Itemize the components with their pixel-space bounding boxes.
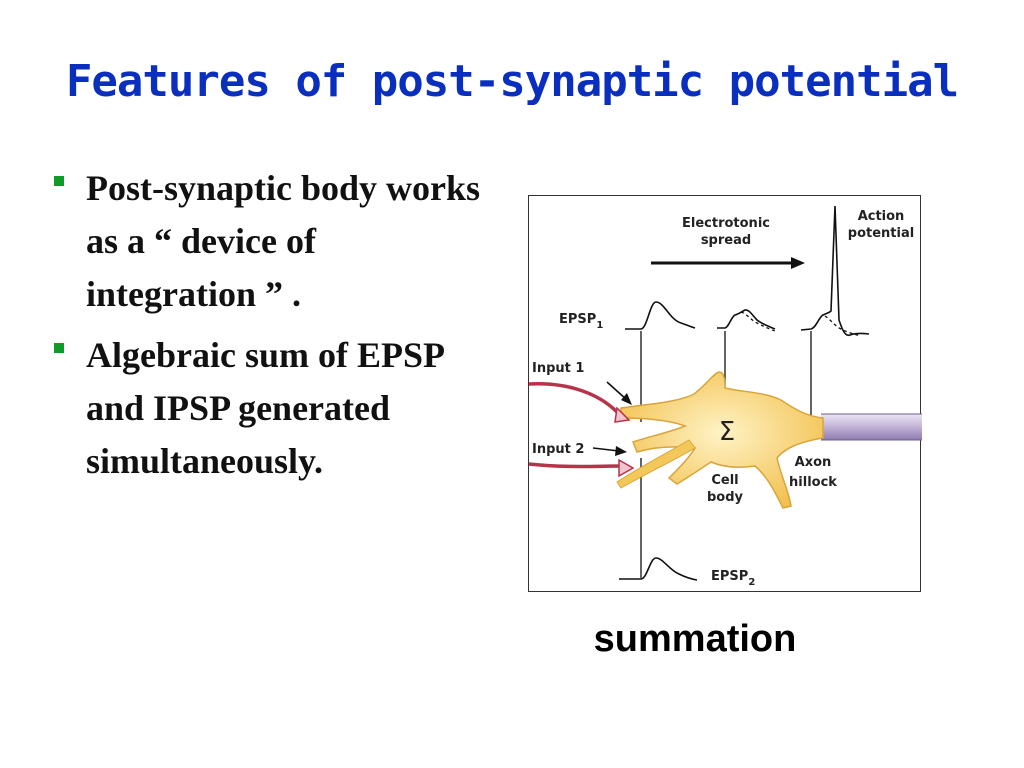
- input1-fiber: [529, 382, 619, 414]
- epsp2-label: EPSP2: [711, 569, 755, 588]
- ap-label-2: potential: [848, 226, 914, 241]
- input2-arrowhead: [615, 446, 627, 456]
- input2-arrow: [592, 447, 620, 452]
- spread-label-1: Electrotonic: [682, 216, 770, 231]
- ap-label-1: Action: [858, 209, 905, 224]
- cell-body-label-1: Cell: [711, 473, 738, 488]
- neuron-diagram: Electrotonic spread Action potential EPS…: [529, 205, 922, 588]
- input2-label: Input 2: [532, 442, 584, 457]
- spread-label-2: spread: [701, 233, 751, 248]
- input1-label: Input 1: [532, 361, 584, 376]
- summed-trace-dashed: [740, 311, 776, 332]
- action-potential-trace: [800, 205, 870, 337]
- epsp1-label: EPSP1: [559, 312, 603, 331]
- bullet-text: Algebraic sum of EPSP and IPSP generated…: [86, 335, 443, 481]
- summed-trace: [717, 309, 776, 330]
- bullet-list: Post-synaptic body works as a “ device o…: [48, 162, 488, 496]
- figure-caption: summation: [593, 618, 797, 660]
- ap-dashed-trace: [824, 315, 862, 337]
- axon-hillock-label-1: Axon: [795, 455, 832, 470]
- input2-terminal: [618, 458, 635, 478]
- dendrite-lower: [616, 439, 696, 489]
- input2-fiber: [529, 462, 622, 469]
- epsp1-trace: [625, 301, 696, 330]
- spread-arrowhead: [791, 257, 805, 269]
- square-bullet-icon: [54, 343, 64, 353]
- input1-arrowhead: [621, 393, 632, 405]
- summation-figure: Electrotonic spread Action potential EPS…: [528, 195, 922, 592]
- bullet-item: Algebraic sum of EPSP and IPSP generated…: [48, 329, 488, 488]
- axon: [821, 414, 922, 440]
- cell-body: [620, 371, 824, 509]
- square-bullet-icon: [54, 176, 64, 186]
- input1-terminal: [614, 406, 631, 423]
- epsp2-trace: [619, 557, 698, 581]
- axon-hillock-label-2: hillock: [789, 475, 837, 490]
- sigma-symbol: Σ: [719, 417, 735, 447]
- bullet-item: Post-synaptic body works as a “ device o…: [48, 162, 488, 321]
- cell-body-label-2: body: [707, 490, 744, 505]
- slide-title: Features of post-synaptic potential: [65, 56, 959, 107]
- bullet-text: Post-synaptic body works as a “ device o…: [86, 168, 481, 314]
